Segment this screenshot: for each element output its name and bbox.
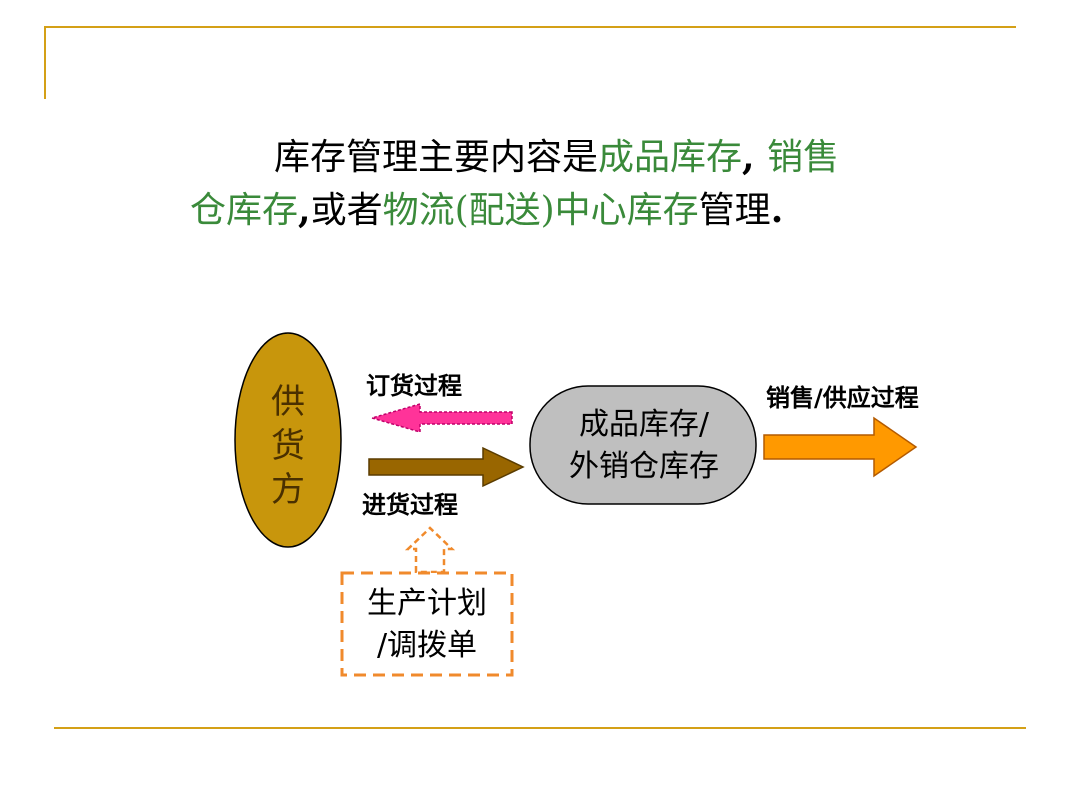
store-box: [529, 385, 757, 505]
bottom-rule: [54, 727, 1026, 729]
headline-segment: 销售: [767, 137, 840, 178]
headline-segment: 物流(配送)中心库存: [382, 190, 699, 231]
supplier-ellipse: [234, 332, 342, 548]
plan-label: 生产计划 /调拨单: [342, 583, 512, 667]
store-label: 成品库存/ 外销仓库存: [538, 404, 750, 488]
plan-up-arrow: [404, 526, 456, 574]
headline-segment: 成品库存: [598, 137, 743, 178]
left-rule: [44, 26, 46, 99]
plan-label-line-1: 生产计划: [367, 586, 487, 621]
store-label-line-1: 成品库存/: [578, 407, 710, 442]
sales-arrow: [763, 416, 918, 478]
supplier-char: 货: [271, 426, 305, 466]
plan-box: [340, 571, 514, 677]
headline-line-1: 库存管理主要内容是成品库存, 销售: [190, 131, 950, 184]
order-arrow: [369, 403, 513, 433]
headline-segment: 仓库存: [190, 190, 299, 231]
headline-segment: .: [770, 189, 784, 231]
plan-label-line-2: /调拨单: [376, 628, 478, 663]
headline: 库存管理主要内容是成品库存, 销售 仓库存,或者物流(配送)中心库存管理.: [190, 131, 950, 237]
purchase-arrow: [368, 446, 525, 488]
headline-segment: ,: [298, 189, 311, 231]
supplier-char: 方: [271, 470, 305, 510]
store-label-line-2: 外销仓库存: [569, 449, 719, 484]
supplier-label: 供 货 方: [258, 380, 318, 512]
top-rule: [44, 26, 1016, 28]
headline-segment: 管理: [698, 190, 771, 231]
headline-segment: ,: [742, 136, 768, 178]
headline-segment: 或者: [310, 190, 383, 231]
sales-process-label: 销售/供应过程: [766, 384, 919, 412]
order-process-label: 订货过程: [366, 372, 462, 400]
purchase-process-label: 进货过程: [362, 491, 458, 519]
supplier-char: 供: [271, 382, 305, 422]
headline-line-2: 仓库存,或者物流(配送)中心库存管理.: [190, 184, 950, 237]
headline-segment: 库存管理主要内容是: [274, 137, 599, 178]
